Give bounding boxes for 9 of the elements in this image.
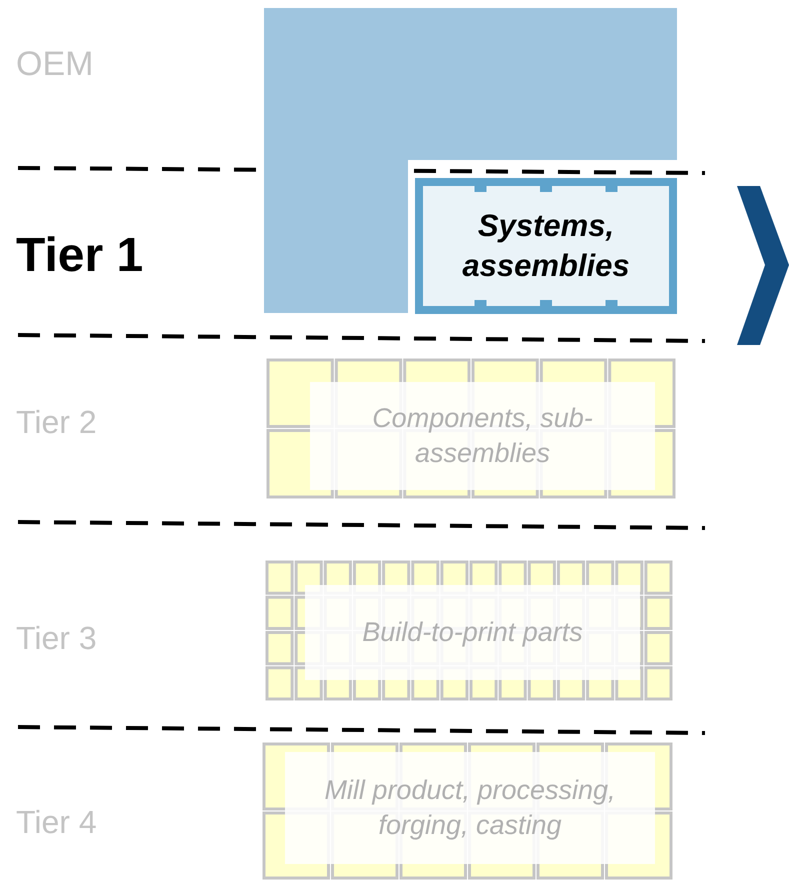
tier-description: Build-to-print parts <box>361 616 584 649</box>
tier-description: Components, sub-assemblies <box>371 402 594 470</box>
tier-label: Tier 3 <box>16 620 97 657</box>
tier-description: Mill product, processing, forging, casting <box>323 774 617 842</box>
tier-label: Tier 2 <box>16 404 97 441</box>
tier-description: Systems, assemblies <box>461 206 631 285</box>
tier-label: Tier 1 <box>16 228 144 283</box>
tier-label: OEM <box>16 45 94 84</box>
tier-label: Tier 4 <box>16 804 97 841</box>
